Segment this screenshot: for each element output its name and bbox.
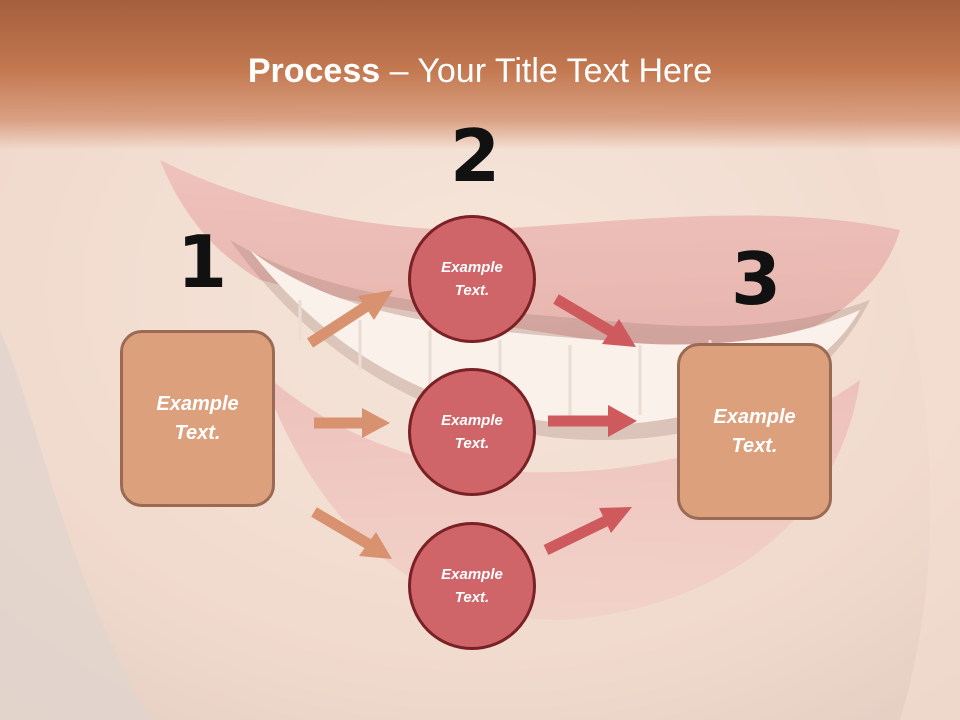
slide-title: Process – Your Title Text Here xyxy=(0,52,960,91)
right-box-line2: Text. xyxy=(731,434,778,457)
left-box[interactable]: Example Text. xyxy=(120,330,275,507)
circle-middle[interactable]: Example Text. xyxy=(408,368,536,496)
right-box-line1: Example xyxy=(713,405,796,428)
step-number-2: 2 xyxy=(450,114,501,198)
step-number-1: 1 xyxy=(177,220,228,304)
circle-middle-line1: Example xyxy=(441,412,503,429)
circle-top-line1: Example xyxy=(441,259,503,276)
circle-bottom-line1: Example xyxy=(441,566,503,583)
circle-top-line2: Text. xyxy=(454,282,490,299)
circle-bottom[interactable]: Example Text. xyxy=(408,522,536,650)
left-box-line2: Text. xyxy=(174,421,221,444)
circle-bottom-line2: Text. xyxy=(454,589,490,606)
circle-top[interactable]: Example Text. xyxy=(408,215,536,343)
right-box[interactable]: Example Text. xyxy=(677,343,832,520)
step-number-3: 3 xyxy=(731,237,782,321)
title-bold: Process xyxy=(247,52,381,90)
title-rest: – Your Title Text Here xyxy=(380,52,713,90)
title-band xyxy=(0,0,960,150)
circle-middle-line2: Text. xyxy=(454,435,490,452)
left-box-line1: Example xyxy=(156,392,239,415)
